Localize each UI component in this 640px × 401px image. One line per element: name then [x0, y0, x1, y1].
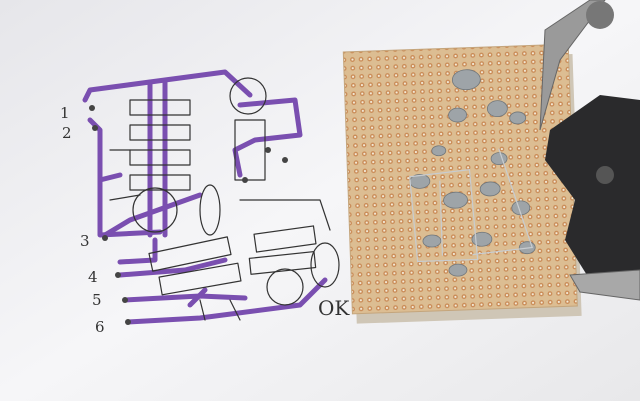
purple-traces [82, 69, 328, 325]
perfboard [342, 43, 582, 324]
sketch-label-1: 1 [60, 104, 70, 122]
sketch-note-ok: OK [318, 296, 350, 320]
sketch-label-2: 2 [62, 124, 72, 142]
sketch-label-3: 3 [80, 232, 90, 250]
sketch-label-6: 6 [95, 318, 105, 336]
pen-lines [109, 77, 340, 321]
helping-hands-clamp [539, 0, 640, 301]
pen-dots [89, 105, 288, 325]
solder-joints [409, 69, 536, 277]
sketch-label-4: 4 [88, 268, 98, 286]
circuit-sketch: 1 2 3 4 5 6 [60, 69, 340, 336]
wires [409, 148, 534, 263]
sketch-label-5: 5 [92, 291, 102, 309]
